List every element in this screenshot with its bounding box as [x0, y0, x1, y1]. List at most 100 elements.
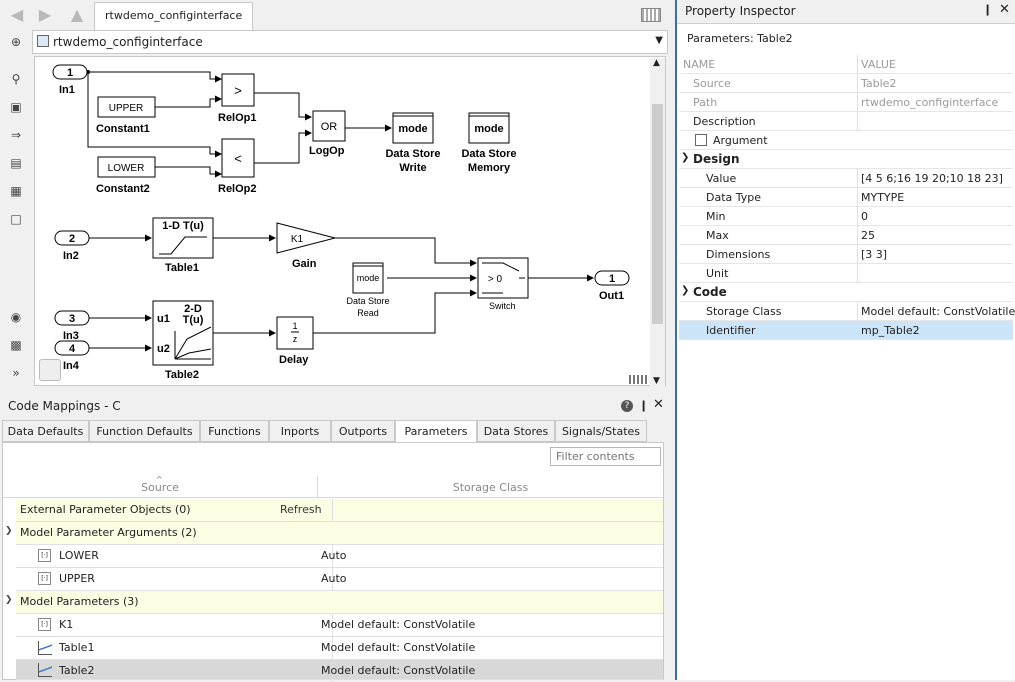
tab-functions[interactable]: Functions: [200, 420, 269, 442]
fit-view-icon[interactable]: ▣: [8, 99, 24, 115]
back-arrow-icon[interactable]: ◀: [6, 5, 28, 25]
area-icon[interactable]: □: [8, 211, 24, 227]
block-constant2[interactable]: LOWER Constant2: [96, 157, 155, 195]
property-row-argument[interactable]: Argument: [679, 131, 1013, 150]
property-row-identifier[interactable]: Identifier mp_Table2: [679, 321, 1013, 340]
tab-outports[interactable]: Outports: [331, 420, 395, 442]
section-code[interactable]: ❯ Code: [679, 283, 1013, 302]
model-tab[interactable]: rtwdemo_configinterface: [94, 2, 253, 30]
property-value[interactable]: [4 5 6;16 19 20;10 18 23]: [861, 169, 1003, 188]
expand-icon[interactable]: »: [8, 365, 24, 381]
tab-parameters[interactable]: Parameters: [395, 420, 477, 443]
row-source: UPPER: [59, 568, 95, 590]
property-row-data-type[interactable]: Data Type MYTYPE: [679, 188, 1013, 207]
property-name: Value: [706, 169, 736, 188]
image-icon[interactable]: ▦: [8, 183, 24, 199]
filter-input[interactable]: [550, 447, 661, 466]
chevron-down-icon[interactable]: ❯: [681, 285, 689, 296]
block-constant1[interactable]: UPPER Constant1: [96, 97, 155, 135]
tab-function-defaults[interactable]: Function Defaults: [89, 420, 200, 442]
block-data-store-memory[interactable]: mode Data Store Memory: [461, 113, 516, 174]
block-table2[interactable]: 2-D T(u) u1 u2 Table2: [153, 301, 213, 381]
property-row-source[interactable]: Source Table2: [679, 74, 1013, 93]
block-in1[interactable]: 1 In1: [53, 65, 87, 96]
annotation-icon[interactable]: ▤: [8, 155, 24, 171]
argument-checkbox[interactable]: [695, 134, 707, 146]
block-in3[interactable]: 3 In3: [55, 311, 89, 342]
scroll-down-icon[interactable]: ▼: [653, 376, 660, 386]
up-arrow-icon[interactable]: ▲: [66, 5, 88, 25]
keyboard-icon[interactable]: [641, 8, 661, 22]
tab-data-defaults[interactable]: Data Defaults: [2, 420, 89, 442]
close-icon[interactable]: ✕: [653, 397, 664, 412]
property-row-storage-class[interactable]: Storage Class Model default: ConstVolati…: [679, 302, 1013, 321]
table-row[interactable]: Table1 Model default: ConstVolatile: [16, 637, 663, 660]
block-relop2[interactable]: < RelOp2: [218, 139, 257, 195]
block-data-store-write[interactable]: mode Data Store Write: [385, 113, 440, 174]
table-row[interactable]: [·] UPPER Auto: [16, 568, 663, 591]
property-name: Dimensions: [706, 245, 770, 264]
chevron-down-icon[interactable]: ▼: [655, 35, 663, 46]
property-value[interactable]: Model default: ConstVolatile: [861, 302, 1015, 321]
chevron-down-icon[interactable]: ❯: [5, 526, 13, 536]
property-row-min[interactable]: Min 0: [679, 207, 1013, 226]
block-gain[interactable]: K1 Gain: [277, 223, 335, 270]
tab-inports[interactable]: Inports: [269, 420, 331, 442]
block-switch[interactable]: > 0 Switch: [478, 258, 528, 311]
property-row-unit[interactable]: Unit: [679, 264, 1013, 283]
database-icon[interactable]: [39, 359, 61, 381]
block-delay[interactable]: 1 z Delay: [277, 317, 313, 366]
property-row-max[interactable]: Max 25: [679, 226, 1013, 245]
tab-data-stores[interactable]: Data Stores: [477, 420, 555, 442]
property-row-path[interactable]: Path rtwdemo_configinterface: [679, 93, 1013, 112]
model-canvas[interactable]: 1 In1 2 In2 3 In3 4 In4 1 Out1 UPPER Con…: [34, 56, 666, 386]
scrollbar-thumb[interactable]: [652, 104, 663, 324]
column-storage-class[interactable]: Storage Class: [318, 476, 663, 498]
forward-arrow-icon[interactable]: ▶: [34, 5, 56, 25]
chevron-down-icon[interactable]: ❯: [5, 595, 13, 605]
close-icon[interactable]: ✕: [999, 2, 1010, 17]
block-in2[interactable]: 2 In2: [55, 231, 89, 262]
zoom-in-icon[interactable]: ⚲: [8, 71, 24, 87]
thumbnail-icon[interactable]: [629, 375, 649, 384]
row-storage-class[interactable]: Model default: ConstVolatile: [321, 614, 475, 636]
breadcrumb-model[interactable]: rtwdemo_configinterface: [53, 35, 203, 49]
table-row[interactable]: [·] LOWER Auto: [16, 545, 663, 568]
block-data-store-read[interactable]: mode Data Store Read: [346, 263, 389, 318]
row-storage-class[interactable]: Auto: [321, 545, 347, 567]
row-storage-class[interactable]: Model default: ConstVolatile: [321, 660, 475, 682]
property-value[interactable]: 0: [861, 207, 868, 226]
tab-signals-states[interactable]: Signals/States: [555, 420, 647, 442]
scroll-up-icon[interactable]: ▲: [653, 58, 660, 68]
identifier-field[interactable]: mp_Table2: [861, 321, 920, 340]
arrow-tool-icon[interactable]: ⇒: [8, 127, 24, 143]
block-logop[interactable]: OR LogOp: [309, 111, 345, 157]
property-value[interactable]: [3 3]: [861, 245, 887, 264]
block-relop1[interactable]: > RelOp1: [218, 74, 257, 124]
hide-explorer-icon[interactable]: ⊕: [8, 34, 24, 50]
help-icon[interactable]: ?: [621, 400, 633, 412]
property-row-dimensions[interactable]: Dimensions [3 3]: [679, 245, 1013, 264]
group-row-model-parameters[interactable]: Model Parameters (3): [16, 591, 663, 614]
block-table1[interactable]: 1-D T(u) Table1: [153, 218, 213, 274]
property-value[interactable]: 25: [861, 226, 875, 245]
section-design[interactable]: ❯ Design: [679, 150, 1013, 169]
refresh-link[interactable]: Refresh: [280, 499, 322, 521]
property-value[interactable]: MYTYPE: [861, 188, 904, 207]
row-storage-class[interactable]: Model default: ConstVolatile: [321, 637, 475, 659]
row-storage-class[interactable]: Auto: [321, 568, 347, 590]
pin-icon[interactable]: ❙: [983, 3, 992, 16]
library-icon[interactable]: ▩: [8, 337, 24, 353]
pin-icon[interactable]: ❙: [639, 399, 648, 412]
table-row[interactable]: [·] K1 Model default: ConstVolatile: [16, 614, 663, 637]
canvas-scrollbar[interactable]: ▲ ▼: [650, 58, 665, 386]
property-row-value[interactable]: Value [4 5 6;16 19 20;10 18 23]: [679, 169, 1013, 188]
group-row-external[interactable]: External Parameter Objects (0) Refresh: [16, 499, 663, 522]
block-out1[interactable]: 1 Out1: [595, 271, 629, 302]
property-row-description[interactable]: Description: [679, 112, 1013, 131]
section-title: Code: [693, 283, 727, 302]
camera-icon[interactable]: ◉: [8, 309, 24, 325]
table-row-selected[interactable]: Table2 Model default: ConstVolatile: [16, 660, 663, 680]
group-row-model-arguments[interactable]: Model Parameter Arguments (2): [16, 522, 663, 545]
chevron-down-icon[interactable]: ❯: [681, 152, 689, 163]
